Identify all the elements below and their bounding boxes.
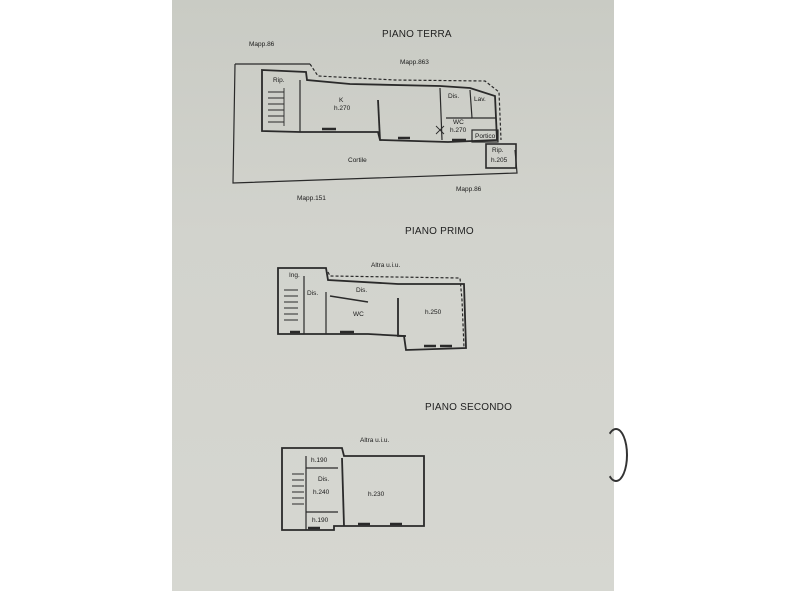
label-room-height-first: h.250: [425, 309, 442, 316]
label-dis-first-1: Dis.: [307, 290, 319, 297]
first-building-outline: [277, 267, 467, 351]
first-wall-c: [397, 298, 406, 337]
first-dashed-boundary: [327, 271, 465, 349]
ground-dashed-boundary: [309, 63, 502, 141]
label-altra-uiu-first: Altra u.i.u.: [371, 262, 401, 269]
label-wc: WC: [453, 119, 464, 126]
label-wc-height: h.270: [450, 127, 467, 134]
label-cortile: Cortile: [348, 157, 367, 164]
label-k: K: [339, 97, 344, 104]
second-stairs: [292, 473, 304, 505]
background-right: [614, 0, 788, 591]
label-portico: Portico: [475, 133, 496, 140]
label-rip-1: Rip.: [273, 77, 285, 84]
first-windows: [290, 330, 452, 348]
label-h240: h.240: [313, 489, 330, 496]
label-ing: Ing.: [289, 272, 300, 279]
ground-rip-box: [485, 143, 517, 169]
title-piano-secondo: PIANO SECONDO: [425, 402, 513, 413]
first-stairs: [284, 289, 298, 321]
ground-portico-box: [471, 129, 499, 143]
ground-building-outline: [261, 69, 498, 143]
title-piano-primo: PIANO PRIMO: [405, 226, 474, 237]
label-h190-top: h.190: [311, 457, 328, 464]
label-altra-uiu-second: Altra u.i.u.: [360, 437, 390, 444]
floor-plan-sheet: [172, 0, 614, 591]
title-piano-terra: PIANO TERRA: [382, 29, 452, 40]
second-wall-b: [341, 457, 345, 527]
label-room-height-second: h.230: [368, 491, 385, 498]
ground-doors: [435, 125, 445, 135]
label-lav: Lav.: [474, 96, 486, 103]
ground-stairs: [268, 88, 285, 126]
ground-wall-mid: [377, 99, 381, 141]
background-left: [0, 0, 172, 591]
second-wall-c: [306, 467, 338, 513]
label-k-height: h.270: [334, 105, 351, 112]
label-dis: Dis.: [448, 93, 460, 100]
label-h190-bottom: h.190: [312, 517, 329, 524]
edge-stamp-mark: [604, 428, 628, 482]
second-windows: [308, 522, 402, 530]
first-wall-diag: [329, 295, 369, 303]
label-dis-first-2: Dis.: [356, 287, 368, 294]
label-dis-second: Dis.: [318, 476, 330, 483]
label-rip-2: Rip.: [492, 147, 504, 154]
label-rip-2-height: h.205: [491, 157, 508, 164]
label-wc-first: WC: [353, 311, 364, 318]
label-mapp863: Mapp.863: [400, 59, 429, 66]
ground-windows: [322, 127, 466, 142]
label-mapp151: Mapp.151: [297, 195, 326, 202]
label-mapp86-top: Mapp.86: [249, 41, 275, 48]
second-building-outline: [281, 447, 425, 531]
label-mapp86-bottom: Mapp.86: [456, 186, 482, 193]
